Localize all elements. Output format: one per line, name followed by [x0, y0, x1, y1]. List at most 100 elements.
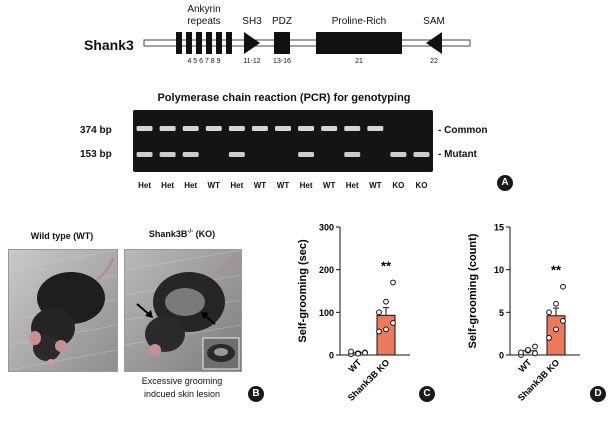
data-point: [383, 326, 389, 333]
category-label: WT: [346, 357, 363, 374]
pdz-domain: [274, 32, 290, 54]
y-tick-label: 200: [319, 265, 334, 275]
data-point: [362, 349, 368, 356]
gel-size-374: 374 bp: [80, 125, 112, 136]
data-point: [376, 309, 382, 316]
data-point: [376, 328, 382, 335]
gel-band-mutant: [298, 152, 315, 157]
panel-a-badge: A: [497, 175, 513, 191]
y-axis-label: Self-grooming (sec): [297, 239, 309, 343]
gene-diagram: [143, 32, 471, 54]
sh3-label: SH3: [242, 16, 262, 27]
gel-lane-label: Het: [230, 181, 244, 190]
ko-title-prefix: Shank3B: [148, 229, 188, 239]
wt-photo-title: Wild type (WT): [30, 231, 94, 241]
data-point: [348, 348, 354, 355]
gene-backbone: [143, 39, 471, 47]
panel-c-badge: C: [419, 386, 435, 402]
bar-ko: [376, 314, 396, 356]
exon-8: [216, 32, 222, 54]
data-point: [525, 346, 531, 353]
wt-mouse-image: [9, 250, 117, 371]
gel-band-common: [275, 126, 291, 131]
gel-band-common: [344, 126, 361, 131]
gel-band-common: [228, 126, 245, 131]
sam-exon-numbers: 22: [430, 58, 438, 65]
gel-lane-label: KO: [392, 181, 405, 190]
pdz-exon-numbers: 13-16: [273, 58, 291, 65]
exon-4: [176, 32, 182, 54]
data-point: [518, 349, 524, 356]
data-point: [560, 317, 566, 324]
ankyrin-label: Ankyrin repeats: [187, 4, 221, 27]
gel-band-mutant: [182, 152, 199, 157]
gel-band-common: [182, 126, 199, 131]
proline-label: Proline-Rich: [331, 16, 387, 27]
gel-lane-label: Het: [138, 181, 151, 190]
data-point: [546, 335, 552, 341]
sh3-exon-numbers: 11-12: [243, 58, 261, 65]
gel-band-common: [321, 126, 338, 131]
gel-title: Polymerase chain reaction (PCR) for geno…: [157, 92, 411, 104]
lesion-arrow-left: [136, 303, 153, 318]
gel-band-mutant: [413, 152, 430, 157]
wt-mouse-photo: [8, 249, 118, 372]
y-axis-label: Self-grooming (count): [467, 233, 479, 348]
panel-d-badge: D: [590, 386, 606, 402]
significance-marker: **: [381, 258, 392, 273]
data-point: [560, 283, 566, 290]
gel-size-153: 153 bp: [80, 149, 112, 160]
data-point: [546, 309, 552, 316]
gel-lane-label: WT: [322, 181, 336, 190]
proline-exon-numbers: 21: [355, 58, 363, 65]
ko-mouse-photo: [124, 249, 242, 372]
gel-lane-label: WT: [207, 181, 220, 190]
proline-rich-domain: [316, 32, 402, 54]
sh3-domain: [244, 32, 260, 54]
bar-ko: [546, 315, 566, 356]
y-tick-label: 300: [319, 223, 334, 233]
photo-caption-line2: indcued skin lesion: [143, 389, 221, 399]
gel-band-common: [136, 126, 153, 131]
pcr-gel: [133, 110, 433, 172]
sam-domain: [426, 32, 442, 54]
gel-lane-label: WT: [276, 181, 290, 190]
band-mutant-label: - Mutant: [438, 149, 477, 160]
y-tick-label: 100: [319, 308, 334, 318]
pdz-label: PDZ: [272, 16, 292, 27]
gel-lane-label: Het: [184, 181, 198, 190]
y-tick-label: 15: [494, 223, 504, 233]
data-point: [390, 320, 396, 326]
gel-band-common: [367, 126, 384, 131]
gel-band-common: [159, 126, 176, 131]
gel-band-mutant: [344, 152, 361, 157]
y-tick-label: 0: [499, 351, 504, 361]
gel-band-mutant: [136, 152, 153, 157]
gel-lane-label: WT: [253, 181, 267, 190]
y-tick-label: 5: [499, 308, 504, 318]
ankyrin-exon-numbers: 4 5 6 7 8 9: [187, 58, 221, 65]
gel-band-common: [251, 126, 268, 131]
exon-5: [186, 32, 192, 54]
sam-label: SAM: [423, 16, 445, 27]
lesion-arrow-right: [201, 312, 216, 325]
gel-band-common: [205, 126, 222, 131]
gel-lane-label: Het: [345, 181, 359, 190]
exon-9: [226, 32, 232, 54]
data-point: [532, 350, 538, 357]
ankyrin-exons: [176, 32, 232, 54]
data-point: [390, 279, 396, 286]
gel-band-mutant: [159, 152, 176, 157]
data-point: [553, 326, 559, 333]
exon-7: [206, 32, 212, 54]
ko-mouse-image: [125, 250, 241, 371]
gel-lane-label: Het: [299, 181, 313, 190]
significance-marker: **: [551, 263, 562, 278]
data-point: [532, 343, 538, 350]
gel-band-mutant: [228, 152, 245, 157]
band-common-label: - Common: [438, 125, 488, 136]
data-point: [553, 300, 559, 307]
panel-b-badge: B: [248, 386, 264, 402]
